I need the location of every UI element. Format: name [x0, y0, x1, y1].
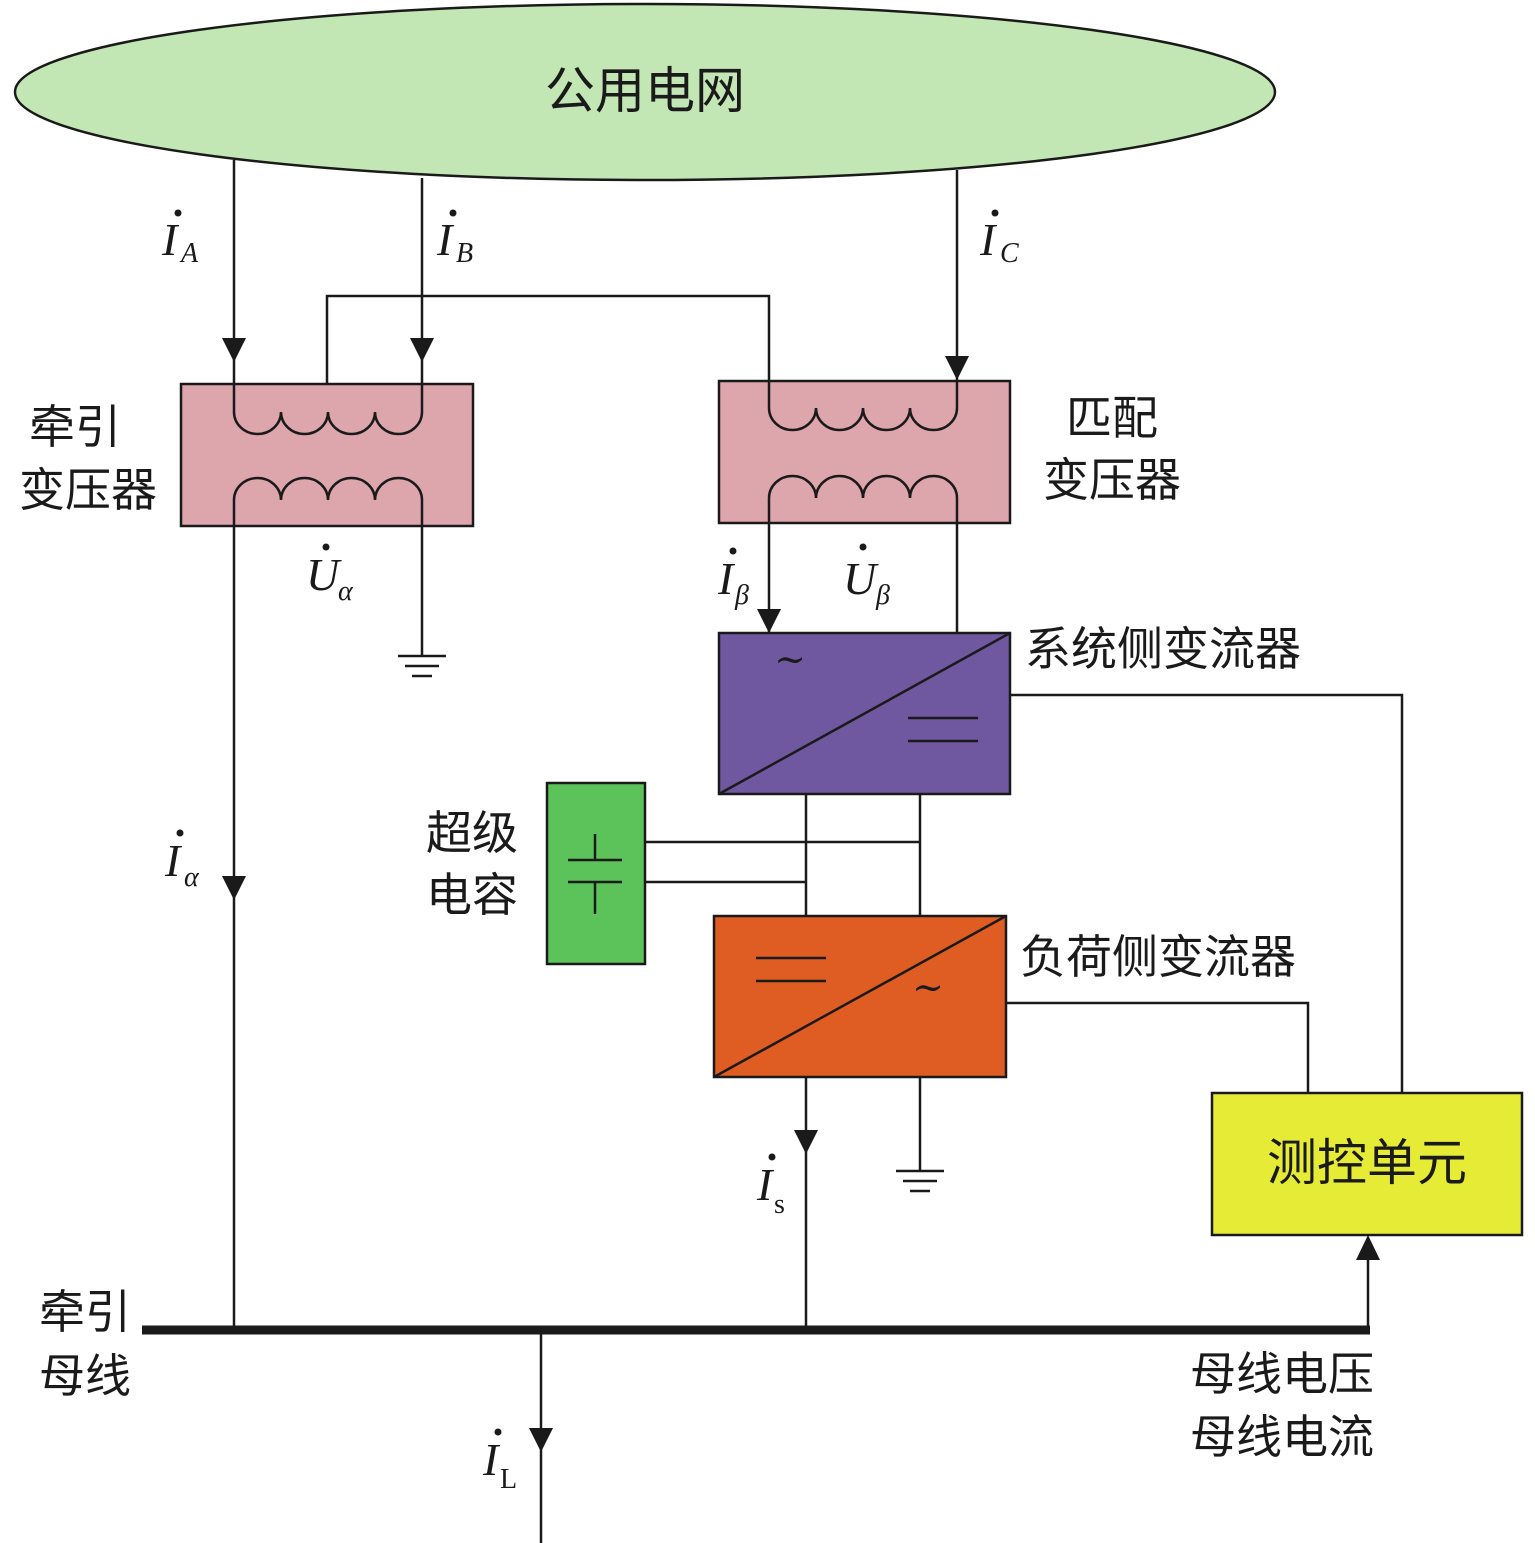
svg-text:I: I: [979, 214, 998, 265]
svg-text:B: B: [456, 238, 473, 269]
svg-text:U: U: [306, 549, 342, 600]
label-IC: I C: [979, 209, 1019, 269]
svg-text:I: I: [161, 214, 180, 265]
svg-text:I: I: [436, 214, 455, 265]
control-unit: 测控单元: [1210, 1091, 1524, 1237]
bus-current-label: 母线电流: [1190, 1410, 1374, 1464]
traction-transformer: [179, 360, 475, 528]
svg-text:α: α: [338, 576, 354, 607]
matching-transformer: [717, 378, 1012, 525]
matching-transformer-label-2: 变压器: [1043, 453, 1181, 507]
grid-feeders: [222, 160, 969, 380]
system-side-converter: ~: [717, 631, 1012, 796]
supercapacitor-label-1: 超级: [426, 806, 518, 860]
load-side-converter-label: 负荷侧变流器: [1020, 930, 1296, 984]
control-wire-system: [1010, 693, 1404, 1093]
svg-text:s: s: [774, 1189, 785, 1220]
svg-text:I: I: [482, 1434, 501, 1485]
label-Ubeta: U β: [843, 543, 890, 611]
svg-text:I: I: [164, 835, 183, 886]
sc-ac-symbol: ~: [774, 637, 806, 681]
svg-text:A: A: [179, 238, 199, 269]
label-IL: I L: [482, 1428, 517, 1495]
system-side-converter-label: 系统侧变流器: [1025, 622, 1301, 676]
label-IB: I B: [436, 209, 473, 269]
svg-text:L: L: [500, 1464, 517, 1495]
label-Ualpha: U α: [306, 543, 354, 607]
label-Is: I s: [756, 1153, 785, 1220]
control-wire-load: [1006, 1001, 1310, 1093]
cross-connection: [325, 294, 771, 420]
svg-text:I: I: [756, 1159, 775, 1210]
public-grid: [13, 2, 1277, 182]
public-grid-label: 公用电网: [545, 62, 745, 120]
load-side-converter: ~: [712, 914, 1008, 1079]
ground-symbol-1: [398, 654, 446, 678]
svg-text:α: α: [184, 862, 200, 893]
traction-transformer-label-2: 变压器: [19, 463, 157, 517]
traction-transformer-label-1: 牵引: [29, 400, 121, 454]
ground-symbol-2: [896, 1169, 944, 1193]
label-Ialpha: I α: [164, 829, 200, 893]
svg-text:C: C: [1000, 238, 1019, 269]
label-IA: I A: [161, 209, 199, 269]
svg-text:I: I: [717, 553, 736, 604]
label-Ibeta: I β: [717, 547, 749, 611]
svg-text:U: U: [843, 553, 879, 604]
svg-text:β: β: [734, 580, 749, 611]
supercapacitor-label-2: 电容: [426, 868, 518, 922]
traction-bus-label-2: 母线: [39, 1349, 131, 1403]
supercapacitor: [545, 781, 647, 966]
svg-text:β: β: [875, 580, 890, 611]
lc-ac-symbol: ~: [912, 965, 944, 1009]
traction-bus-label-1: 牵引: [39, 1285, 131, 1339]
bus-voltage-label: 母线电压: [1190, 1347, 1374, 1401]
matching-transformer-label-1: 匹配: [1066, 391, 1158, 445]
control-unit-label: 测控单元: [1267, 1134, 1467, 1192]
